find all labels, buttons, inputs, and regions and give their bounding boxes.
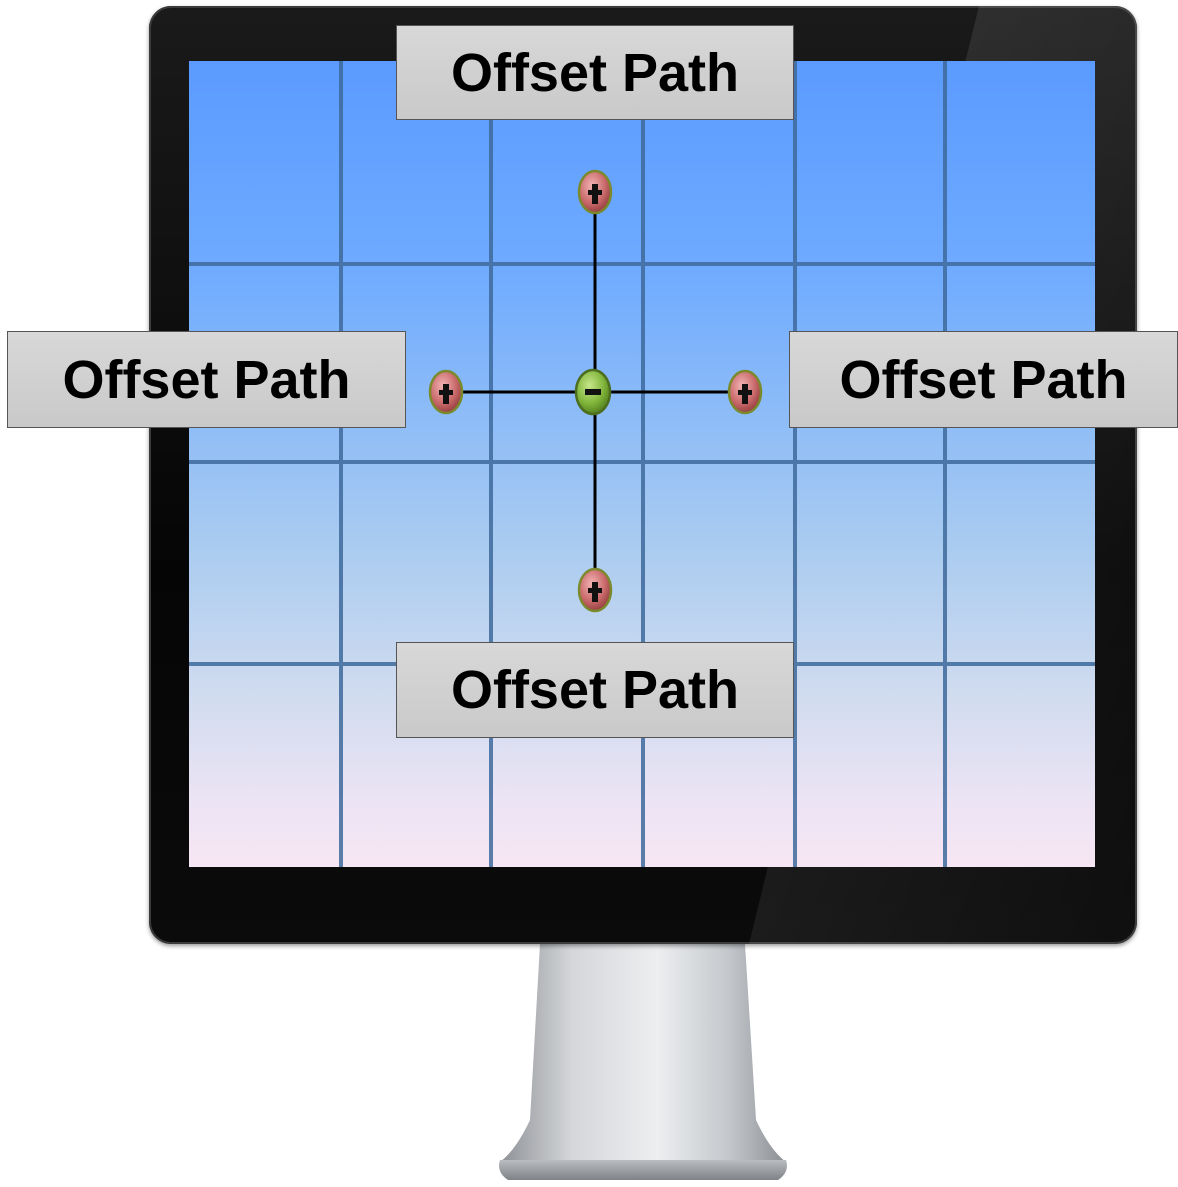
background-grid (189, 61, 1095, 867)
offset-path-label-left: Offset Path (7, 331, 406, 428)
offset-path-label-bottom: Offset Path (396, 642, 794, 738)
offset-path-label-right: Offset Path (789, 331, 1178, 428)
offset-path-label-top: Offset Path (396, 25, 794, 120)
monitor-screen (189, 61, 1095, 867)
